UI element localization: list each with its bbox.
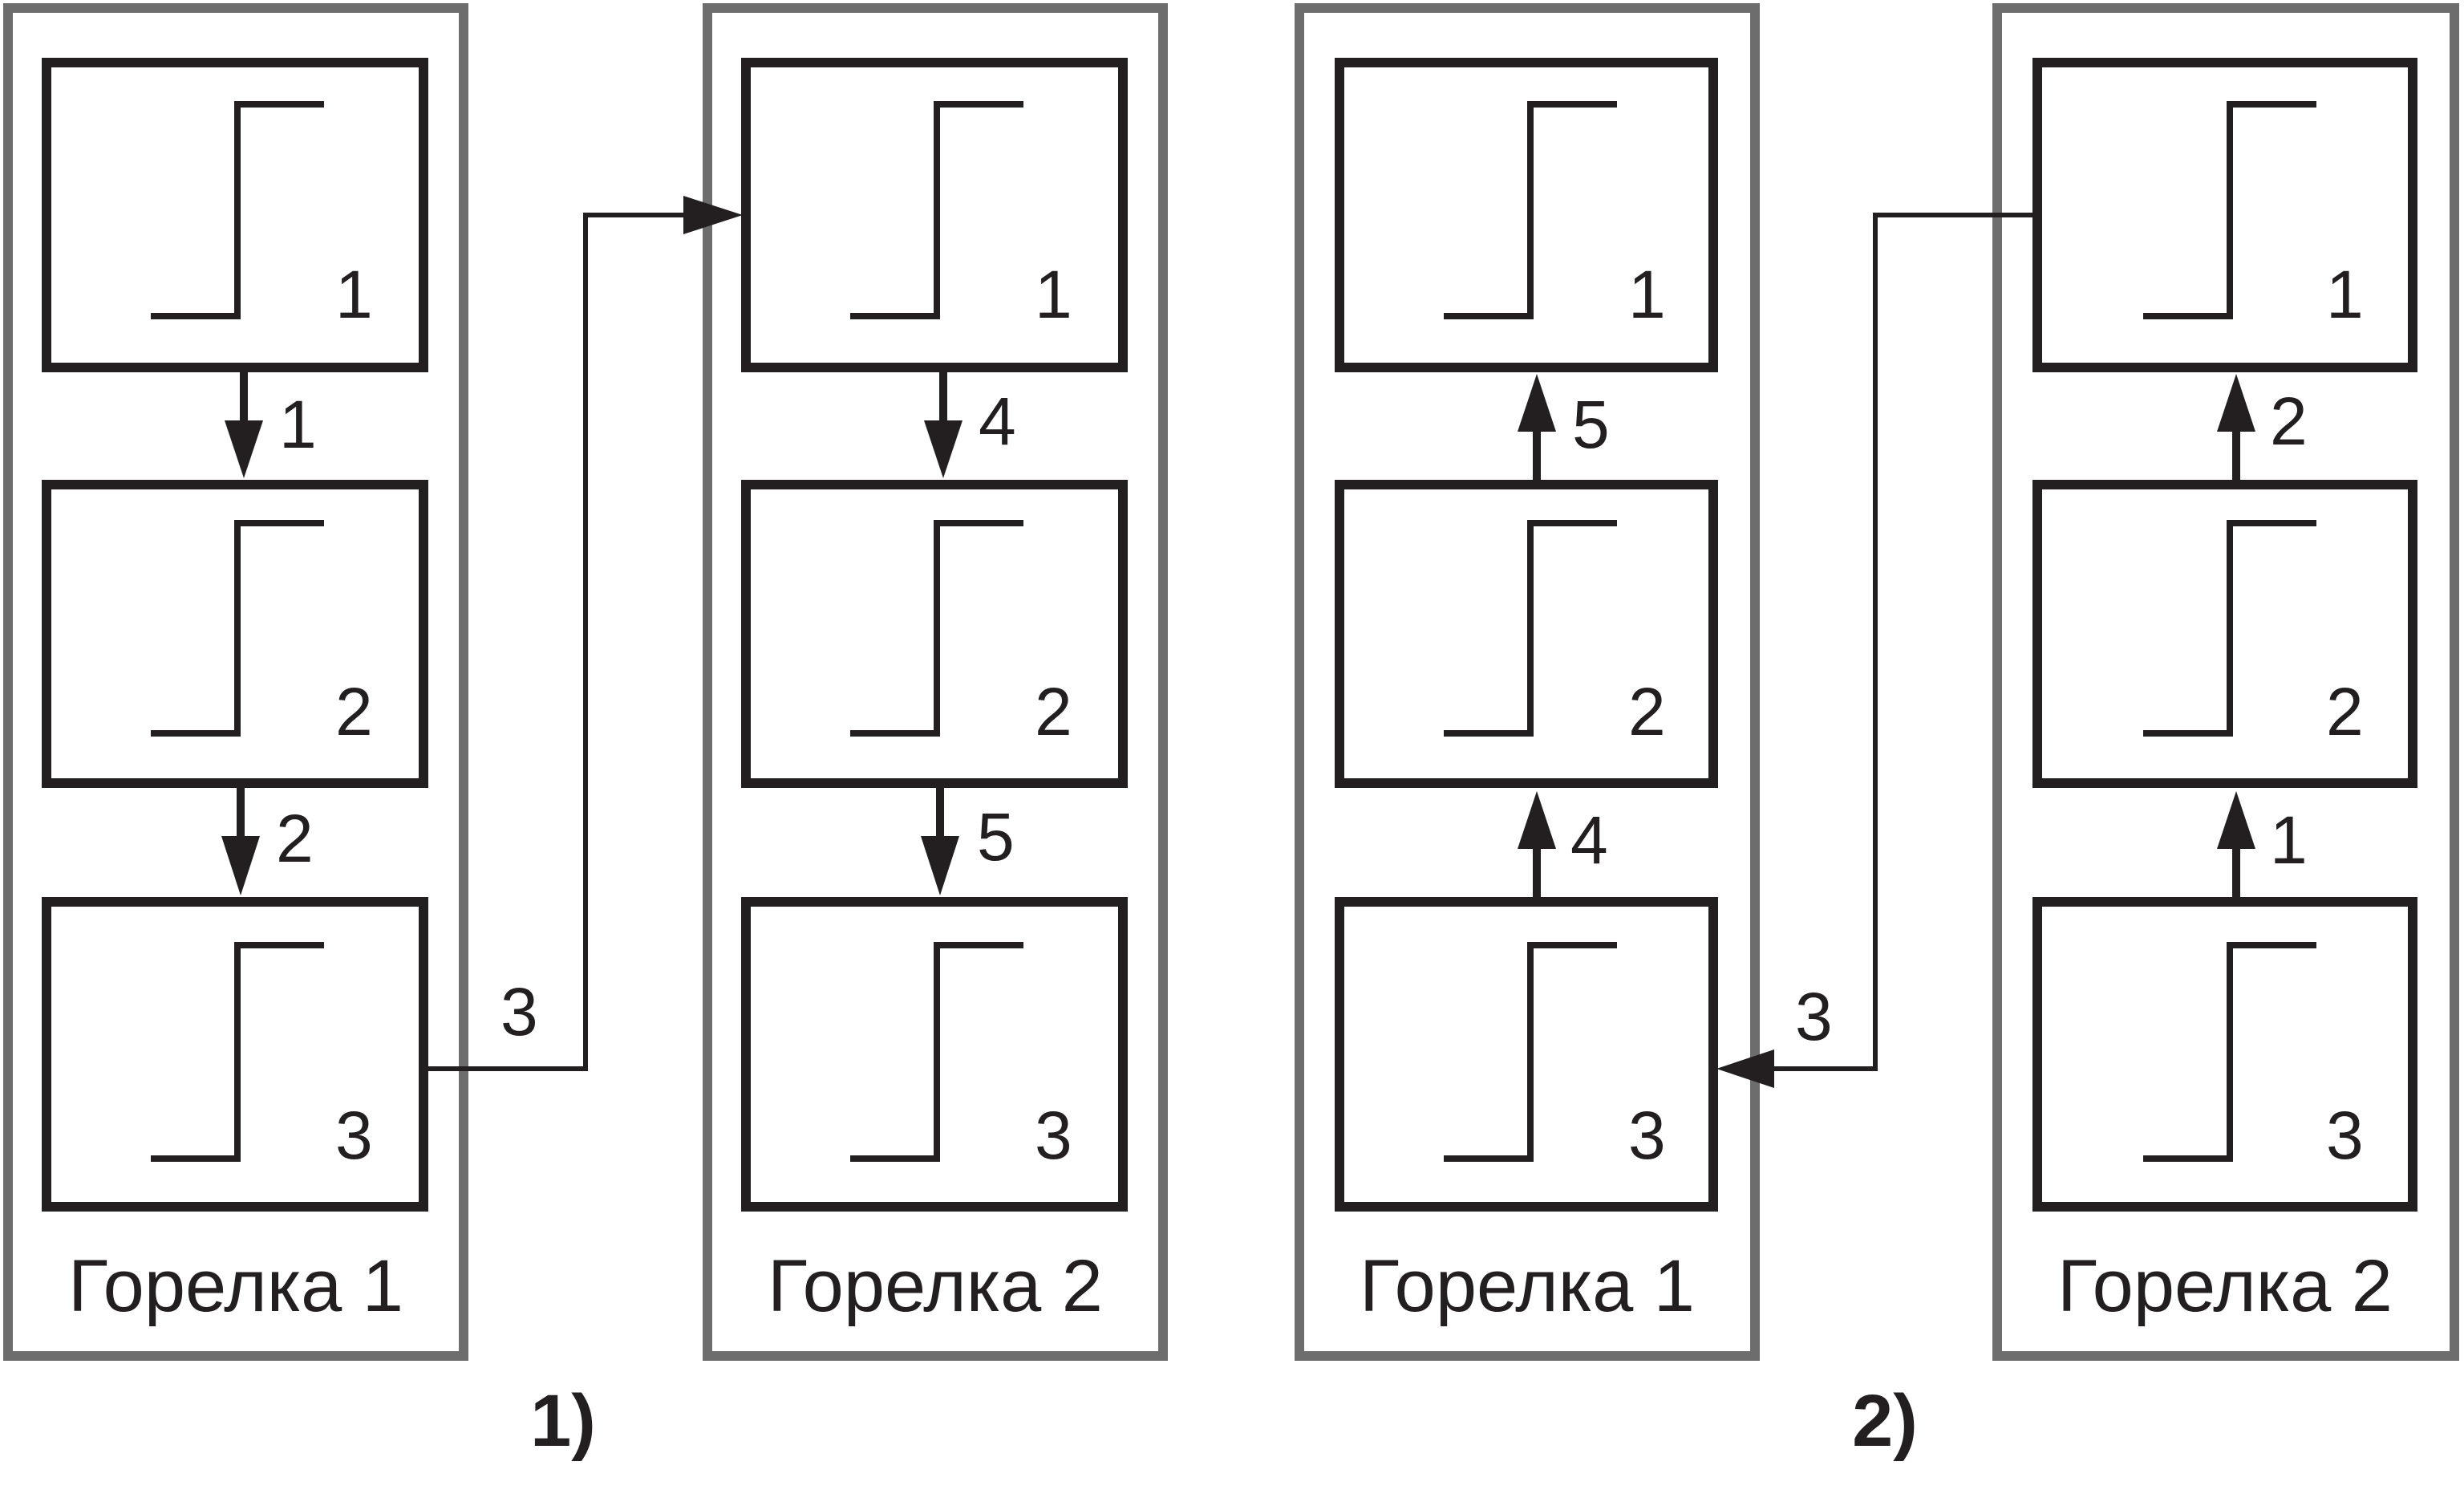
stage-box: 3: [42, 897, 428, 1212]
stage-box: 1: [1335, 58, 1718, 372]
scheme-1: 1 2 3 Горелка 1 1: [3, 3, 1168, 1462]
scheme-caption: 2): [1852, 1380, 1918, 1462]
sequence-step-label: 3: [500, 974, 538, 1049]
step-signal-icon: [151, 520, 324, 737]
stage-number: 3: [1035, 1098, 1072, 1173]
scheme2-burner2-panel: 1 2 3 Горелка 2: [1992, 3, 2459, 1361]
arrow-up-icon: [2217, 374, 2255, 432]
sequence-step-label: 1: [2270, 802, 2308, 878]
arrow-down-icon: [221, 836, 260, 895]
arrow-up-icon: [2217, 791, 2255, 849]
step-signal-icon: [151, 942, 324, 1162]
stage-number: 1: [1628, 257, 1666, 332]
sequence-step-label: 4: [979, 384, 1016, 459]
sequence-step-label: 4: [1570, 802, 1608, 878]
burner-panel-frame: [703, 3, 1168, 1361]
sequence-step-label: 5: [1572, 387, 1610, 462]
burner-panel-frame: [1992, 3, 2459, 1361]
stage-box: 3: [741, 897, 1128, 1212]
arrow-down-icon: [921, 836, 959, 895]
arrow-up-icon: [1518, 374, 1556, 432]
sequence-arrow: 1: [225, 367, 317, 478]
scheme2-burner1-panel: 1 2 3 Горелка 1: [1295, 3, 1760, 1361]
stage-number: 3: [2326, 1098, 2364, 1173]
scheme-caption: 1): [530, 1380, 596, 1462]
step-signal-icon: [2143, 942, 2316, 1162]
sequence-arrow: 3: [424, 196, 743, 1071]
stage-number: 1: [2326, 257, 2364, 332]
sequence-step-label: 3: [1795, 979, 1833, 1054]
sequence-step-label: 2: [276, 801, 314, 876]
burner-label: Горелка 2: [768, 1245, 1103, 1327]
stage-number: 1: [335, 257, 373, 332]
step-signal-icon: [1444, 520, 1617, 737]
arrow-right-icon: [683, 196, 743, 234]
sequence-arrow: 4: [924, 367, 1016, 478]
sequence-arrow: 5: [921, 783, 1015, 895]
stage-box: 2: [42, 480, 428, 788]
sequence-arrow: 3: [1716, 213, 2037, 1088]
stage-number: 2: [1628, 674, 1666, 749]
scheme1-burner1-panel: 1 2 3 Горелка 1: [3, 3, 468, 1361]
sequence-arrow: 4: [1518, 791, 1608, 902]
step-signal-icon: [2143, 520, 2316, 737]
burner-panel-frame: [1295, 3, 1760, 1361]
stage-number: 2: [2326, 674, 2364, 749]
scheme1-burner2-panel: 1 2 3 Горелка 2: [703, 3, 1168, 1361]
stage-box: 3: [1335, 897, 1718, 1212]
stage-box: 2: [2032, 480, 2417, 788]
stage-box: 2: [741, 480, 1128, 788]
burner-label: Горелка 1: [68, 1245, 403, 1327]
sequence-arrow: 1: [2217, 791, 2308, 902]
stage-number: 2: [1035, 674, 1072, 749]
stage-number: 3: [335, 1098, 373, 1173]
burner-panel-frame: [3, 3, 468, 1361]
scheme-2: 1 2 3 Горелка 1 1: [1295, 3, 2459, 1462]
arrow-down-icon: [225, 420, 263, 478]
sequence-step-label: 1: [279, 387, 317, 462]
step-signal-icon: [850, 942, 1023, 1162]
stage-number: 3: [1628, 1098, 1666, 1173]
step-signal-icon: [1444, 942, 1617, 1162]
step-signal-icon: [1444, 101, 1617, 319]
stage-box: 2: [1335, 480, 1718, 788]
sequence-step-label: 2: [2270, 384, 2308, 459]
sequence-arrow: 2: [2217, 374, 2308, 485]
arrow-left-icon: [1716, 1049, 1774, 1088]
burner-label: Горелка 2: [2057, 1245, 2393, 1327]
arrow-down-icon: [924, 420, 962, 478]
burner-label: Горелка 1: [1360, 1245, 1695, 1327]
arrow-up-icon: [1518, 791, 1556, 849]
step-signal-icon: [850, 520, 1023, 737]
step-signal-icon: [850, 101, 1023, 319]
sequence-step-label: 5: [977, 799, 1015, 875]
sequence-arrow: 5: [1518, 374, 1610, 485]
stage-box: 1: [741, 58, 1128, 372]
stage-number: 1: [1035, 257, 1072, 332]
sequence-arrow: 2: [221, 783, 314, 895]
stage-box: 3: [2032, 897, 2417, 1212]
step-signal-icon: [2143, 101, 2316, 319]
stage-number: 2: [335, 674, 373, 749]
stage-box: 1: [42, 58, 428, 372]
stage-box: 1: [2032, 58, 2417, 372]
step-signal-icon: [151, 101, 324, 319]
